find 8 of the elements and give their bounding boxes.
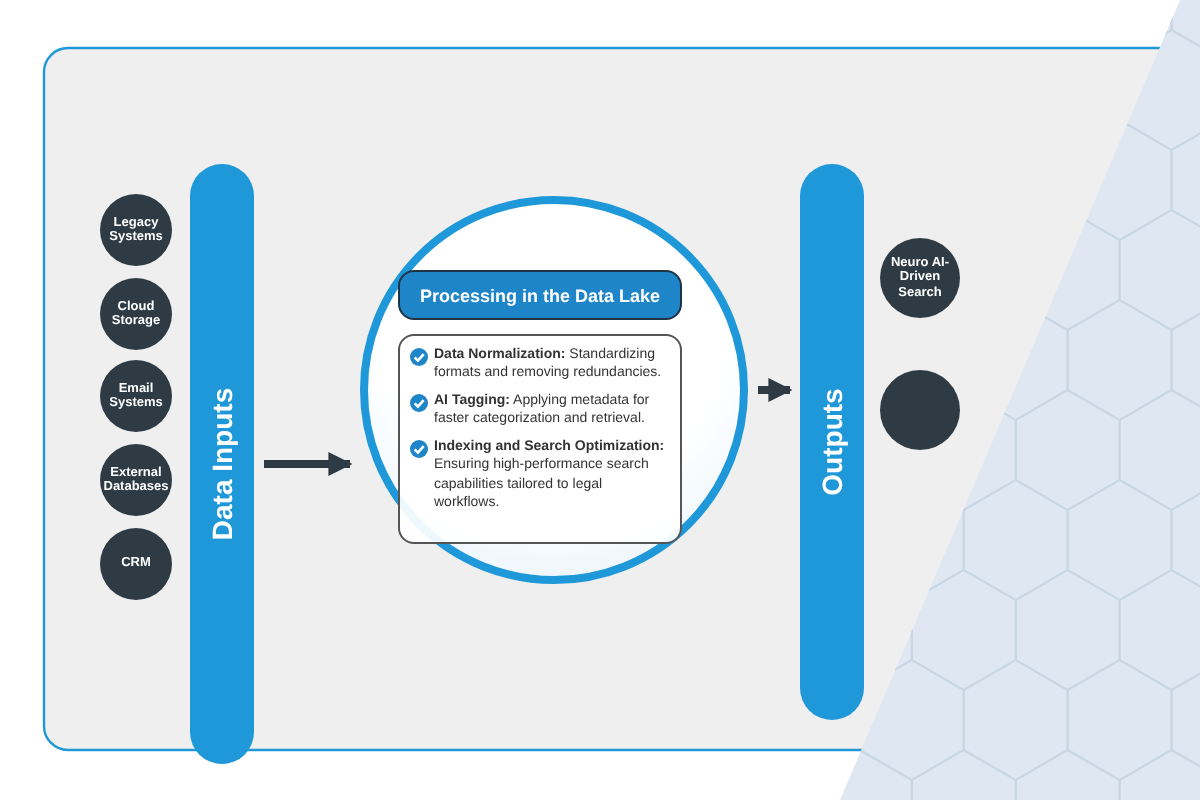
arrow bbox=[758, 378, 793, 402]
bar-label: Data Inputs bbox=[206, 387, 238, 541]
heading-box: Processing in the Data Lake bbox=[398, 270, 682, 320]
description-box bbox=[398, 334, 682, 544]
category-bar bbox=[800, 164, 864, 720]
arrow bbox=[264, 452, 353, 476]
category-bar bbox=[190, 164, 254, 764]
bar-label: Outputs bbox=[816, 388, 848, 496]
